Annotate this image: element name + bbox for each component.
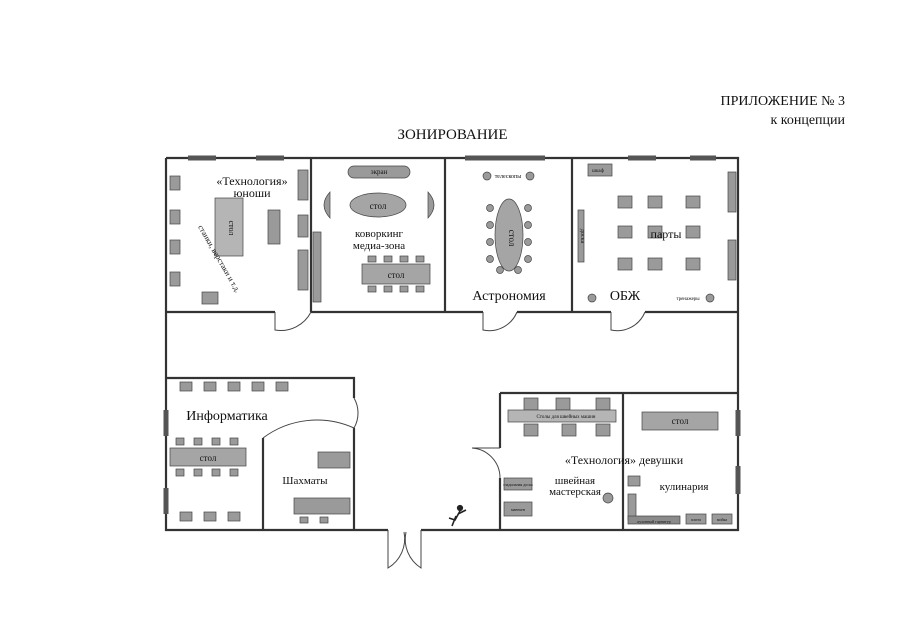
appendix-subtitle: к концепции bbox=[770, 113, 845, 128]
entrance-figure-icon bbox=[448, 504, 467, 527]
coworking-name: коворкинг bbox=[355, 228, 404, 240]
girls-sewing: швейная bbox=[555, 475, 595, 487]
informatics-table: стол bbox=[200, 453, 217, 463]
obzh-desks: парты bbox=[651, 227, 682, 241]
obzh-cabinet: шкаф bbox=[592, 169, 604, 174]
chess-name: Шахматы bbox=[282, 475, 328, 487]
tech-boys-table-label: стол bbox=[227, 221, 236, 236]
tech-boys-name2: юноши bbox=[233, 186, 271, 200]
coworking-name2: медиа-зона bbox=[353, 240, 405, 252]
obzh-name: ОБЖ bbox=[610, 289, 641, 304]
girls-sink: мойка bbox=[717, 517, 728, 522]
coworking-table-bottom: стол bbox=[388, 270, 405, 280]
girls-ironing: гладильная доска bbox=[503, 482, 533, 487]
girls-kitchen: кухонный гарнитур bbox=[637, 519, 670, 524]
girls-mannequin: манекен bbox=[511, 507, 526, 512]
obzh-extra: тренажеры bbox=[676, 297, 700, 302]
girls-sewing2: мастерская bbox=[549, 486, 601, 498]
girls-tables-label: Столы для швейных машин bbox=[537, 415, 596, 420]
coworking-table-top: стол bbox=[370, 201, 387, 211]
coworking-screen: экран bbox=[371, 168, 388, 176]
obzh-board: доска bbox=[579, 229, 585, 244]
informatics-name: Информатика bbox=[186, 409, 268, 424]
girls-name: «Технология» девушки bbox=[565, 453, 684, 467]
girls-cooking: кулинария bbox=[660, 481, 709, 493]
page-title: ЗОНИРОВАНИЕ bbox=[397, 127, 508, 143]
astronomy-name: Астрономия bbox=[472, 289, 546, 304]
girls-table: стол bbox=[672, 416, 689, 426]
girls-fridge: плита bbox=[691, 517, 701, 522]
tech-boys-name: «Технология» bbox=[216, 174, 287, 188]
astronomy-table: стол bbox=[507, 230, 517, 247]
appendix-label: ПРИЛОЖЕНИЕ № 3 bbox=[720, 94, 846, 109]
astronomy-tool: телескопы bbox=[495, 174, 522, 180]
